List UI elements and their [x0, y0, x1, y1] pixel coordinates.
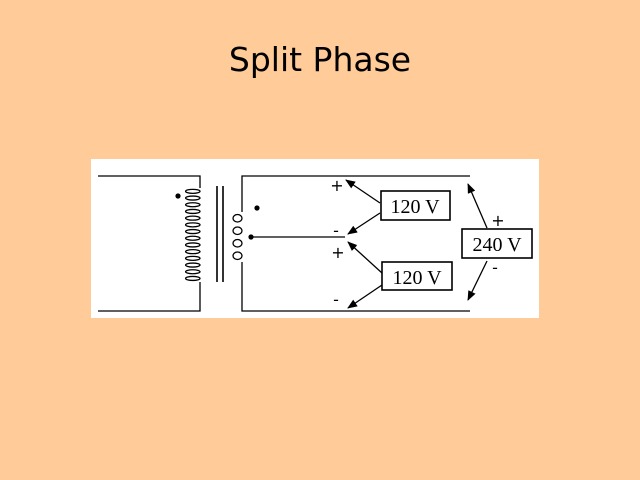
coil-turn	[184, 222, 201, 228]
coil-turn	[184, 188, 201, 195]
coil-turn	[232, 226, 243, 236]
slide-title: Split Phase	[228, 40, 412, 79]
coil-turn	[184, 202, 201, 208]
arrow	[467, 260, 488, 301]
coil-turn	[184, 269, 201, 275]
coil-turn	[184, 262, 201, 268]
coil-turn	[184, 242, 201, 248]
coil-turn	[184, 215, 201, 221]
total-voltage-box	[461, 228, 533, 259]
upper-voltage-box	[380, 190, 451, 221]
arrow	[347, 241, 383, 274]
coil-turn	[184, 275, 201, 282]
arrow	[345, 179, 381, 204]
minus-sign: -	[492, 258, 498, 277]
coil-turn	[232, 213, 243, 223]
polarity-dot	[254, 205, 260, 211]
arrow	[467, 183, 488, 229]
plus-sign: +	[331, 243, 344, 262]
minus-sign: -	[333, 221, 339, 240]
primary-wiring	[98, 175, 201, 312]
coil-turn	[232, 251, 243, 261]
arrow	[347, 284, 383, 309]
coil-turn	[232, 238, 243, 248]
plus-sign: +	[330, 176, 343, 195]
coil-turn	[184, 235, 201, 241]
coil-turn	[184, 248, 201, 255]
lower-voltage-box	[381, 261, 453, 291]
upper-voltage-label: 120 V	[390, 196, 440, 218]
total-voltage-label: 240 V	[472, 234, 522, 256]
secondary-coil	[232, 213, 243, 261]
coil-turn	[184, 255, 201, 262]
coil-turn	[184, 195, 201, 201]
lower-voltage-label: 120 V	[392, 267, 442, 289]
minus-sign: -	[333, 290, 339, 309]
coil-turn	[184, 228, 201, 235]
plus-sign: +	[491, 211, 504, 230]
polarity-dot	[175, 193, 181, 199]
secondary-wiring	[241, 175, 470, 312]
center-tap-dot	[248, 234, 254, 240]
primary-coil	[184, 188, 201, 282]
coil-turn	[184, 208, 201, 215]
arrow	[347, 212, 381, 235]
